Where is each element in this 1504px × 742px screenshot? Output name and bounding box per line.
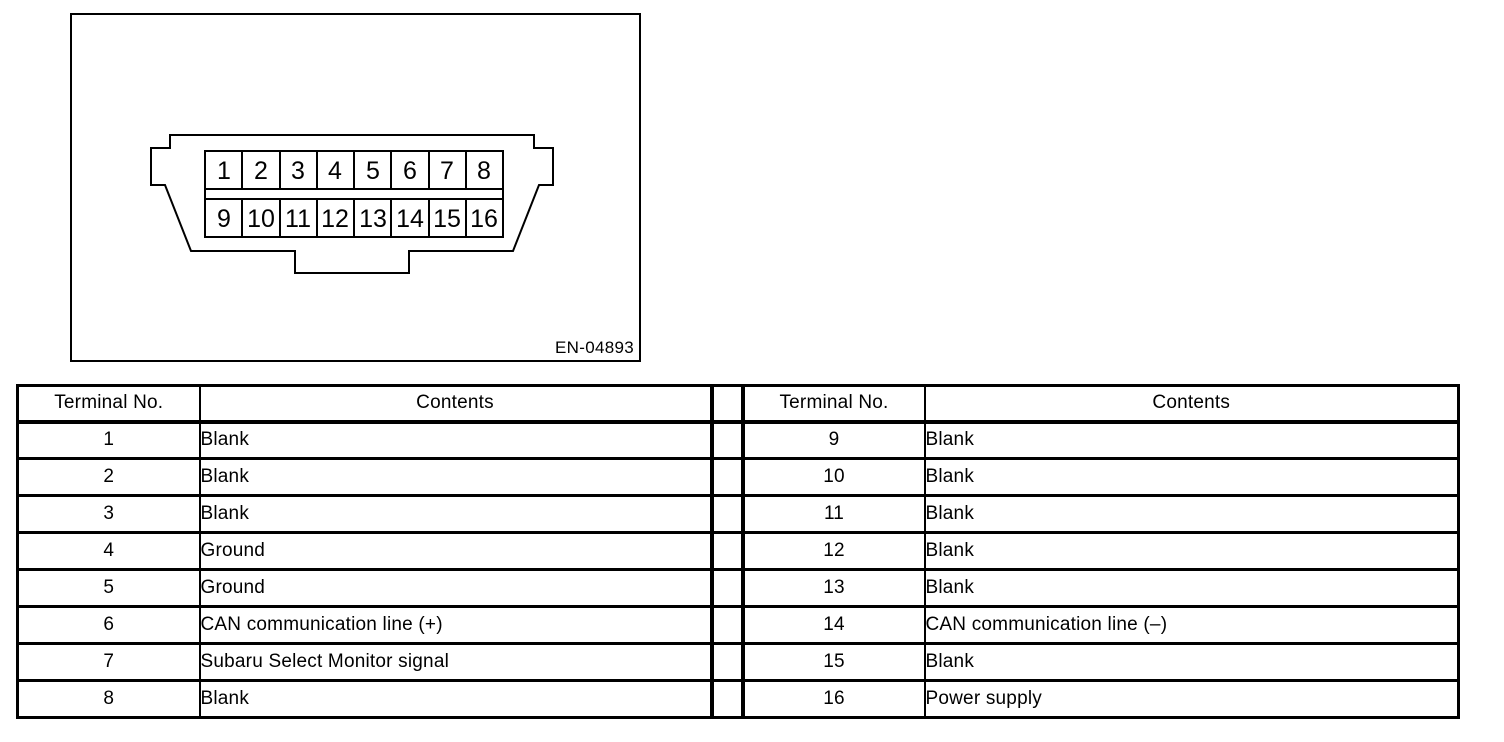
terminal-contents-cell: Blank <box>923 531 1460 571</box>
pin-number: 8 <box>477 157 491 185</box>
col-header-terminal-no-left: Terminal No. <box>16 384 201 424</box>
connector-outline <box>150 134 554 274</box>
terminal-number-cell: 12 <box>741 531 926 571</box>
terminal-assignment-table: Terminal No. Contents Terminal No. Conte… <box>16 384 1460 719</box>
terminal-contents-cell: Blank <box>923 420 1460 460</box>
pin-number: 15 <box>433 205 461 233</box>
table-row: 8 Blank 16 Power supply <box>16 679 1460 719</box>
table-row: 5 Ground 13 Blank <box>16 568 1460 608</box>
pin-number: 14 <box>396 205 424 233</box>
table-header-row: Terminal No. Contents Terminal No. Conte… <box>16 384 1460 424</box>
terminal-number-cell: 9 <box>741 420 926 460</box>
terminal-contents-cell: Power supply <box>923 679 1460 719</box>
terminal-number-cell: 8 <box>16 679 201 719</box>
pin-number: 4 <box>328 157 342 185</box>
terminal-contents-cell: Ground <box>198 568 714 608</box>
terminal-contents-cell: Blank <box>923 457 1460 497</box>
table-row: 2 Blank 10 Blank <box>16 457 1460 497</box>
terminal-contents-cell: Blank <box>198 420 714 460</box>
terminal-number-cell: 1 <box>16 420 201 460</box>
pin-number: 10 <box>247 205 275 233</box>
spacer-cell <box>710 457 745 497</box>
terminal-contents-cell: Blank <box>198 679 714 719</box>
col-header-contents-right: Contents <box>923 384 1460 424</box>
table-row: 1 Blank 9 Blank <box>16 420 1460 460</box>
pin-number: 6 <box>403 157 417 185</box>
terminal-contents-cell: Ground <box>198 531 714 571</box>
pin-number: 12 <box>321 205 349 233</box>
spacer-cell <box>710 605 745 645</box>
obd-connector-diagram: 1 2 3 4 5 6 7 8 9 10 11 12 13 14 15 16 <box>150 134 554 274</box>
pin-number: 13 <box>359 205 387 233</box>
pin-cell-dividers-top <box>241 151 467 189</box>
pin-number: 1 <box>217 157 231 185</box>
terminal-contents-cell: Blank <box>198 494 714 534</box>
terminal-number-cell: 6 <box>16 605 201 645</box>
terminal-number-cell: 3 <box>16 494 201 534</box>
spacer-cell <box>710 679 745 719</box>
terminal-number-cell: 11 <box>741 494 926 534</box>
pin-number: 3 <box>291 157 305 185</box>
col-header-terminal-no-right: Terminal No. <box>741 384 926 424</box>
terminal-number-cell: 15 <box>741 642 926 682</box>
pin-number: 5 <box>366 157 380 185</box>
terminal-number-cell: 7 <box>16 642 201 682</box>
table-row: 6 CAN communication line (+) 14 CAN comm… <box>16 605 1460 645</box>
terminal-number-cell: 2 <box>16 457 201 497</box>
pin-number: 11 <box>285 205 311 233</box>
pin-number: 7 <box>440 157 454 185</box>
terminal-contents-cell: Blank <box>923 494 1460 534</box>
col-header-contents-left: Contents <box>198 384 714 424</box>
terminal-number-cell: 16 <box>741 679 926 719</box>
terminal-number-cell: 13 <box>741 568 926 608</box>
terminal-contents-cell: CAN communication line (–) <box>923 605 1460 645</box>
terminal-contents-cell: Blank <box>923 568 1460 608</box>
terminal-number-cell: 10 <box>741 457 926 497</box>
pin-row-divider-strip <box>204 188 504 200</box>
terminal-number-cell: 4 <box>16 531 201 571</box>
pin-number: 2 <box>254 157 268 185</box>
spacer-cell <box>710 531 745 571</box>
spacer-cell <box>710 642 745 682</box>
terminal-contents-cell: CAN communication line (+) <box>198 605 714 645</box>
pin-number: 9 <box>217 205 231 233</box>
terminal-number-cell: 14 <box>741 605 926 645</box>
table-row: 4 Ground 12 Blank <box>16 531 1460 571</box>
spacer-cell <box>710 494 745 534</box>
spacer-cell <box>710 420 745 460</box>
spacer-cell <box>710 568 745 608</box>
terminal-contents-cell: Blank <box>923 642 1460 682</box>
connector-figure-box: 1 2 3 4 5 6 7 8 9 10 11 12 13 14 15 16 E… <box>70 13 641 362</box>
figure-reference-label: EN-04893 <box>555 338 634 357</box>
pin-number: 16 <box>470 205 498 233</box>
terminal-contents-cell: Subaru Select Monitor signal <box>198 642 714 682</box>
pin-cell-dividers-bottom <box>241 199 467 237</box>
table-row: 3 Blank 11 Blank <box>16 494 1460 534</box>
table-row: 7 Subaru Select Monitor signal 15 Blank <box>16 642 1460 682</box>
spacer-header-cell <box>710 384 745 424</box>
terminal-contents-cell: Blank <box>198 457 714 497</box>
terminal-number-cell: 5 <box>16 568 201 608</box>
